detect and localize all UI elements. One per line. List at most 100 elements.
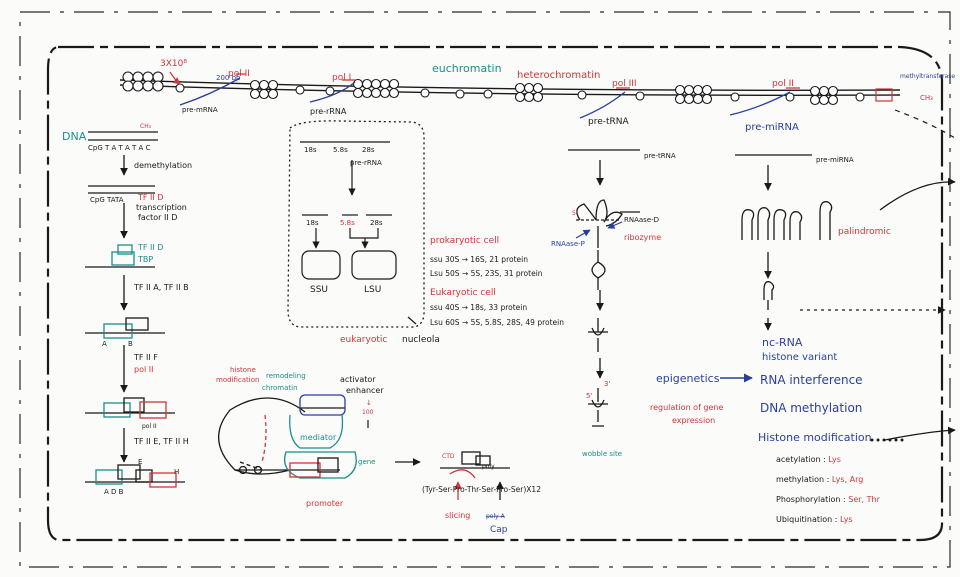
tf3-label: factor II D bbox=[138, 213, 177, 222]
euchromatin-label: euchromatin bbox=[432, 62, 502, 75]
h-label: H bbox=[174, 468, 179, 476]
rnased-label: RNAase-D bbox=[624, 216, 659, 224]
tfiid-label: TF II D bbox=[137, 243, 163, 252]
b18-label: 18s bbox=[306, 219, 319, 227]
count-label: 3X10⁸ bbox=[160, 59, 187, 69]
ctd-diagram bbox=[440, 451, 510, 500]
ub-value: Lys bbox=[840, 515, 853, 524]
polx-label: pol II bbox=[142, 423, 157, 430]
hist1-label: histone bbox=[230, 366, 256, 374]
ncrna-label: nc-RNA bbox=[762, 336, 803, 349]
activator-label: activator bbox=[340, 375, 376, 384]
b5-label: 5' bbox=[572, 210, 578, 217]
ac-value: Lys bbox=[828, 455, 841, 464]
chromosome-strand bbox=[119, 79, 901, 96]
ch3-top-label: CH₃ bbox=[920, 94, 933, 102]
mediator-label: mediator bbox=[300, 433, 337, 442]
me-value: Lys, Arg bbox=[832, 475, 863, 484]
enhancer-label: enhancer bbox=[346, 386, 384, 395]
e-label: E bbox=[138, 458, 142, 466]
prok-lsu: Lsu 50S → 5S, 23S, 31 protein bbox=[430, 269, 543, 278]
tf6-label: TF II E, TF II H bbox=[133, 437, 189, 446]
kb-label: 100 bbox=[362, 409, 374, 416]
pol3-label: pol III bbox=[612, 79, 637, 89]
mirna-diagram bbox=[735, 154, 946, 331]
arc-right-2 bbox=[884, 426, 956, 441]
three-label: 3' bbox=[604, 380, 610, 388]
methyltransferase-label: methyltransferase bbox=[900, 73, 955, 80]
epigenetics-label: epigenetics bbox=[656, 372, 720, 385]
tbp-label: TBP bbox=[137, 255, 153, 264]
seq1-label: CpG T A T A T A C bbox=[88, 144, 151, 152]
s58-label: 5.8s bbox=[333, 146, 348, 154]
hist2-label: modification bbox=[216, 376, 259, 384]
ctd-label: CTD bbox=[442, 453, 455, 460]
reg2-label: expression bbox=[672, 416, 715, 425]
b28-label: 28s bbox=[370, 219, 383, 227]
hm-label: Histone modification bbox=[758, 431, 872, 444]
s18-label: 18s bbox=[304, 146, 317, 154]
ph-label: Phosphorylation : Ser, Thr bbox=[776, 495, 881, 504]
ph-value: Ser, Thr bbox=[848, 495, 880, 504]
mediator-diagram bbox=[217, 394, 421, 479]
tf5-label: TF II F bbox=[133, 353, 158, 362]
pretrna-label: pre-tRNA bbox=[588, 117, 630, 127]
poly-label: poly bbox=[482, 463, 495, 470]
premrna-label: pre-mRNA bbox=[182, 106, 218, 114]
me-label: methylation : Lys, Arg bbox=[776, 475, 863, 484]
heterochromatin-label: heterochromatin bbox=[517, 70, 600, 81]
tf-diagram bbox=[85, 131, 185, 483]
pol1-label: pol I bbox=[332, 73, 351, 83]
cap-label: Cap bbox=[490, 525, 508, 535]
mirna-pre-label: pre-miRNA bbox=[816, 156, 854, 164]
rnai-label: RNA interference bbox=[760, 373, 863, 387]
pfx-label: (Tyr-Ser-Pro-Thr-Ser-Pro-Ser)X12 bbox=[422, 485, 541, 494]
methylation-box bbox=[875, 88, 893, 102]
lsu-label: LSU bbox=[364, 285, 381, 295]
tf1-label: TF II D bbox=[137, 193, 163, 202]
ch3-label: CH₃ bbox=[140, 123, 152, 130]
prerrna-label: pre-rRNA bbox=[310, 107, 347, 116]
adb-label: A D B bbox=[104, 488, 124, 496]
kbsym-label: ↓ bbox=[366, 399, 372, 407]
count-arrow bbox=[169, 71, 181, 85]
tf2-label: transcription bbox=[136, 203, 187, 212]
demethylation-label: demethylation bbox=[134, 161, 192, 170]
euk-ssu: ssu 40S → 18s, 33 protein bbox=[430, 303, 527, 312]
ub-label: Ubiquitination : Lys bbox=[776, 515, 853, 524]
rnasep-label: RNAase-P bbox=[551, 240, 585, 248]
nucleosome-clusters bbox=[122, 71, 839, 106]
arc-right bbox=[879, 177, 956, 211]
s28-label: 28s bbox=[362, 146, 375, 154]
five-label: 5' bbox=[586, 392, 592, 400]
promoter-label: promoter bbox=[306, 499, 344, 508]
nucleola-label: nucleola bbox=[402, 335, 440, 345]
premirna-label: pre-miRNA bbox=[745, 122, 799, 133]
eukaryotic-label: eukaryotic bbox=[340, 335, 387, 345]
dnam-label: DNA methylation bbox=[760, 401, 862, 415]
ac-label: acetylation : Lys bbox=[776, 455, 841, 464]
inner-border bbox=[46, 45, 944, 542]
transcripts bbox=[179, 73, 800, 119]
dna-label: DNA bbox=[62, 130, 87, 143]
pol2-label: pol II bbox=[228, 69, 250, 79]
gene-label: gene bbox=[358, 458, 376, 466]
slicing-label: slicing bbox=[445, 511, 470, 520]
pol2b-label: pol II bbox=[772, 79, 794, 89]
b58-label: 5.8s bbox=[340, 219, 355, 227]
prok-label: prokaryotic cell bbox=[430, 236, 499, 246]
tf4-label: TF II A, TF II B bbox=[133, 283, 189, 292]
a-label: A bbox=[102, 340, 107, 348]
ssu-label: SSU bbox=[310, 285, 328, 295]
rrna-pre-label: pre-rRNA bbox=[350, 159, 382, 167]
nucleolus-box bbox=[287, 120, 425, 328]
euk-label: Eukaryotic cell bbox=[430, 288, 496, 298]
bp-label: 200 bp bbox=[216, 74, 241, 82]
reg1-label: regulation of gene bbox=[650, 403, 724, 412]
rrna-diagram bbox=[300, 141, 417, 325]
outer-border bbox=[19, 11, 951, 568]
chrom-label: chromatin bbox=[262, 384, 298, 392]
palindromic-label: palindromic bbox=[838, 227, 891, 237]
ribozyme-label: ribozyme bbox=[624, 233, 661, 242]
